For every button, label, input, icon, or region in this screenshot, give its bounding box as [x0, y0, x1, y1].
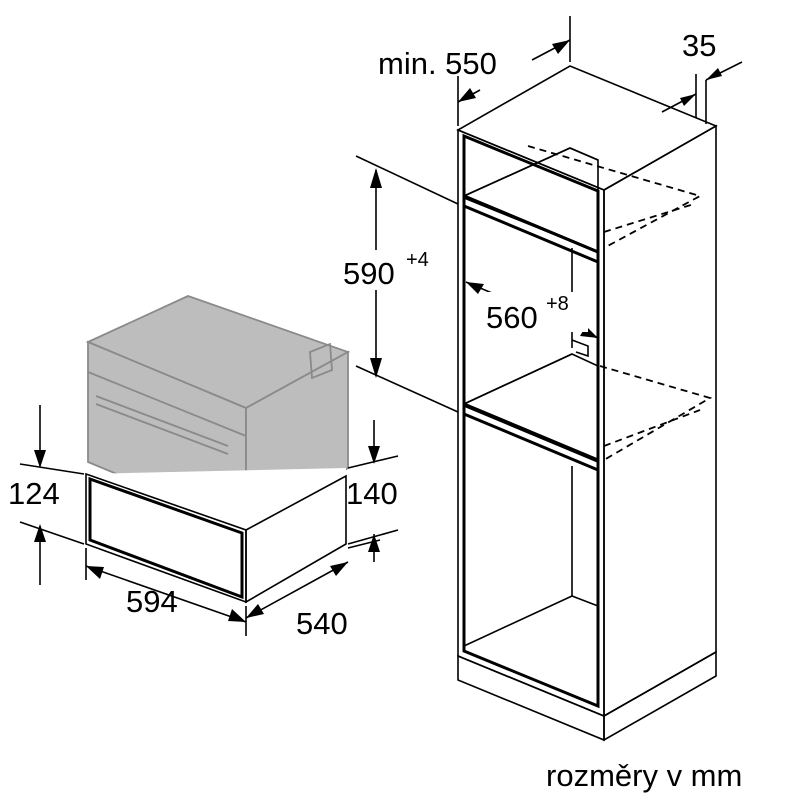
arrow-594-left: [86, 566, 104, 579]
oven-handle-lower: [95, 403, 229, 455]
cabinet-top: [456, 65, 718, 191]
arrow-590-bottom: [370, 358, 382, 378]
dim-line-594: [85, 565, 247, 623]
arrow-540-right: [330, 562, 348, 576]
arrow-560-left: [466, 282, 484, 294]
label-140: 140: [346, 476, 398, 511]
arrow-head-top: [34, 450, 46, 468]
cabinet-base-side: [603, 650, 717, 742]
hidden-middle-1: [599, 365, 713, 461]
arrow-head-bottom-r: [368, 534, 380, 552]
drawer-top-face: [86, 468, 346, 530]
arrow-head-bottom: [34, 524, 46, 542]
upper-shelf-front-edge: [463, 194, 599, 254]
oven-handle: [95, 395, 229, 447]
cabinet-front: [457, 128, 605, 718]
hidden-middle-2: [603, 409, 701, 447]
drawer-front-panel: [88, 476, 244, 600]
middle-shelf: [463, 353, 599, 464]
upper-shelf-front-edge-2: [463, 204, 599, 264]
label-560-bg: [484, 292, 588, 332]
middle-shelf-side-edge: [463, 353, 573, 405]
label-590: 590: [343, 256, 395, 291]
label-min-550: min. 550: [378, 46, 497, 81]
lower-floor-edge: [463, 595, 573, 647]
arrow-540-left: [246, 604, 264, 618]
dim-line-540: [245, 561, 349, 619]
unit-note: rozměry v mm: [546, 758, 742, 793]
dim-min-550: min. 550: [378, 16, 571, 126]
ext-590-bottom: [355, 365, 459, 413]
middle-shelf-front-edge: [463, 402, 599, 462]
label-590-bg: [340, 250, 440, 290]
warming-drawer: [85, 468, 347, 604]
upper-shelf-side-edge: [463, 147, 571, 197]
ext-line-top-left: [19, 463, 85, 475]
label-560-tolerance: +8: [546, 293, 569, 315]
middle-shelf-front-edge-2: [463, 412, 599, 472]
dim-35: 35: [661, 28, 743, 124]
label-540: 540: [296, 606, 348, 641]
lower-floor-back: [571, 595, 599, 607]
arrow-594-right: [228, 609, 246, 622]
ext-line-bottom-left: [19, 521, 85, 545]
dim-540: 540: [245, 539, 381, 641]
label-124: 124: [8, 476, 60, 511]
dim-590: 590 +4: [340, 155, 459, 413]
label-594: 594: [126, 584, 178, 619]
label-560: 560: [486, 300, 538, 335]
arrow-35-right: [706, 68, 722, 80]
arrow-550-left: [458, 88, 476, 102]
dim-140: 140: [346, 420, 399, 562]
ext-540: [347, 539, 381, 549]
niche-notch: [571, 339, 589, 358]
arrow-590-top: [370, 168, 382, 188]
label-590-tolerance: +4: [406, 249, 429, 271]
ext-line-top-right: [347, 455, 399, 469]
tall-cabinet: [456, 65, 718, 742]
ext-590-top: [355, 155, 459, 205]
dim-560: 560 +8: [465, 281, 599, 339]
label-35: 35: [682, 28, 716, 63]
upper-shelf-back-edge: [569, 147, 599, 161]
hidden-upper-2: [603, 203, 695, 233]
drawer-side-face: [245, 474, 347, 604]
cabinet-side: [603, 124, 717, 718]
arrow-head-top-r: [368, 446, 380, 464]
oven-panel-line: [87, 371, 247, 437]
oven-bracket: [309, 342, 333, 380]
dim-124: 124: [8, 405, 85, 585]
arrow-550-right: [552, 40, 570, 54]
cabinet-front-frame: [462, 133, 600, 709]
arrow-35-left: [680, 94, 696, 106]
dim-594: 594: [85, 548, 247, 636]
